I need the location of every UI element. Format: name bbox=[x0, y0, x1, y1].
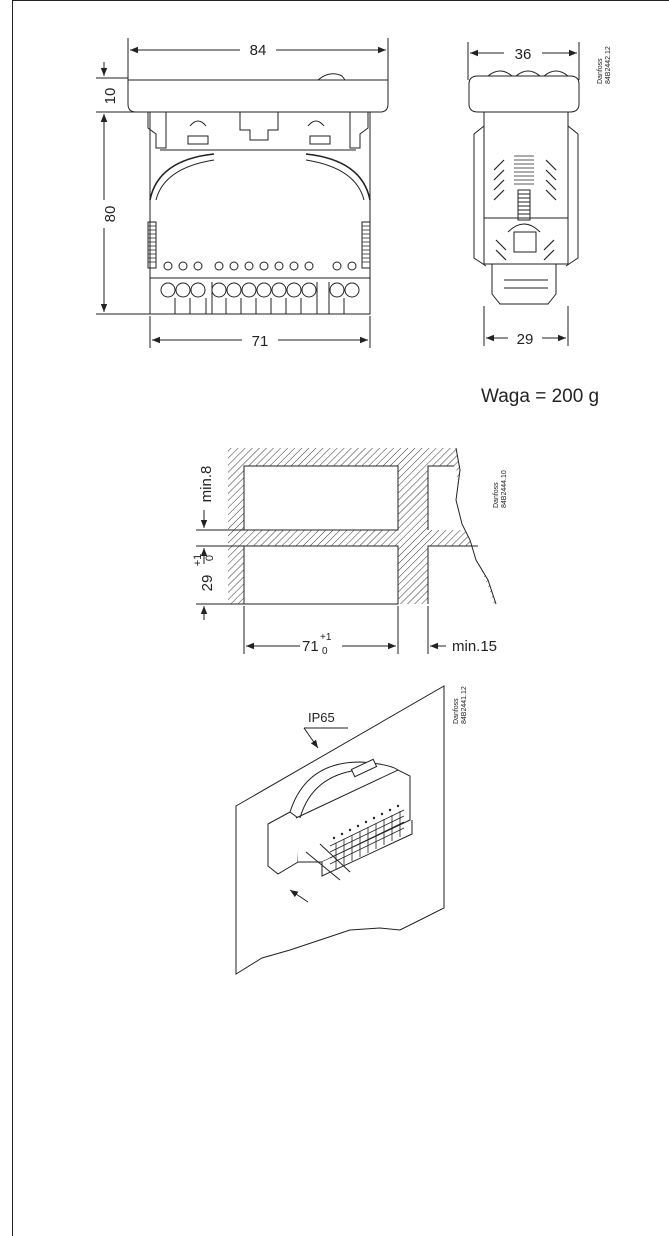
dim-min8-label: min.8 bbox=[198, 466, 215, 503]
ip65-label: IP65 bbox=[308, 710, 335, 725]
dim-29-tol-upper: +1 bbox=[192, 554, 204, 567]
dim-71-tol-lower: 0 bbox=[322, 646, 328, 657]
weight-label: Waga = 200 g bbox=[481, 386, 599, 407]
dim-71-tol-upper: +1 bbox=[320, 632, 332, 643]
code-84B2441-line1: Danfoss bbox=[453, 698, 460, 724]
dim-84-label: 84 bbox=[250, 42, 267, 59]
dim-10-label: 10 bbox=[102, 88, 119, 105]
dim-36-label: 36 bbox=[515, 46, 532, 63]
dim-29-tol-lower: 0 bbox=[204, 555, 216, 561]
code-84B2444-line2: 84B2444.10 bbox=[501, 470, 508, 508]
side-view-drawing: 36 29 Danfoss 84B2442.12 bbox=[467, 42, 612, 348]
dim-min15-label: min.15 bbox=[452, 638, 497, 655]
dim-80-label: 80 bbox=[102, 206, 119, 223]
mounting-drawing: IP65 Danfoss 84B2441.12 bbox=[235, 685, 468, 975]
dim-29-label: 29 bbox=[517, 331, 534, 348]
dim-29-cutout-label: 29 bbox=[199, 575, 216, 592]
code-84B2442-line2: 84B2442.12 bbox=[605, 46, 612, 84]
code-84B2444-line1: Danfoss bbox=[493, 482, 500, 508]
dim-71-cutout-label: 71 bbox=[302, 638, 319, 655]
code-84B2441-line2: 84B2441.12 bbox=[461, 686, 468, 724]
dim-71-label: 71 bbox=[252, 333, 269, 350]
code-84B2442-line1: Danfoss bbox=[597, 58, 604, 84]
front-view-drawing: 84 10 80 bbox=[96, 38, 389, 350]
panel-cutout-drawing: min.8 29 +1 0 71 +1 0 min.15 Danfoss 84B… bbox=[192, 447, 508, 657]
